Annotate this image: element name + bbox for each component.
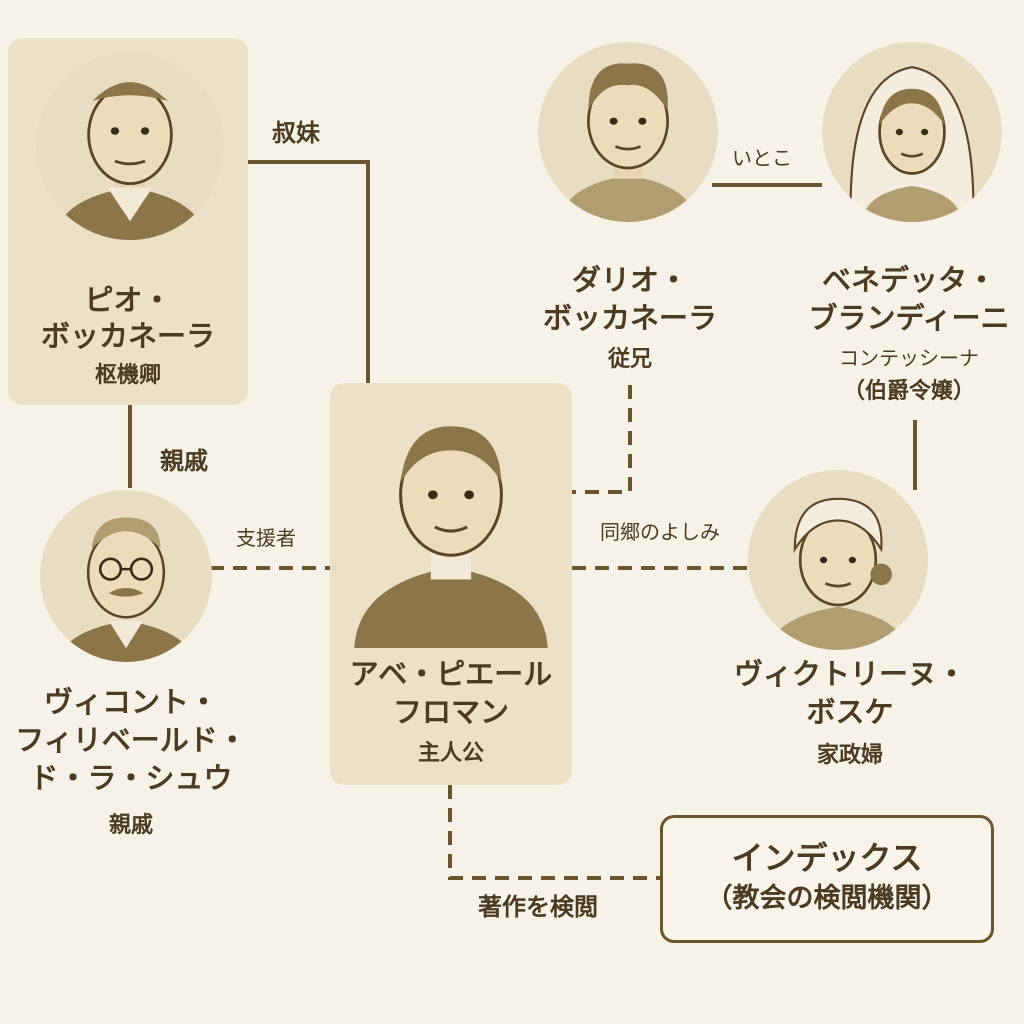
victorine-name-line2: ボスケ <box>806 695 894 729</box>
young-man-portrait-icon <box>559 63 697 222</box>
portrait-dario <box>538 42 718 222</box>
cardinal-portrait-icon <box>54 82 206 240</box>
philibert-name-line1: ヴィコント・ <box>43 685 218 719</box>
portrait-victorine <box>748 470 928 650</box>
pierre-name-line1: アベ・ピエール <box>349 657 553 691</box>
relation-label-philibert-pierre: 支援者 <box>236 526 296 550</box>
benedetta-role-line1: コンテッシーナ <box>839 346 979 370</box>
portrait-pierre <box>350 398 552 648</box>
pio-name-line2: ボッカネーラ <box>40 319 215 353</box>
benedetta-name-line2: ブランディーニ <box>808 301 1010 335</box>
line-pio-pierre <box>248 160 370 385</box>
portrait-philibert <box>40 490 212 662</box>
housekeeper-portrait-icon <box>769 497 907 650</box>
relation-label-pio-pierre: 叔妹 <box>272 119 320 147</box>
old-man-glasses-portrait-icon <box>57 517 195 662</box>
pierre-role: 主人公 <box>417 741 484 766</box>
pio-name-line1: ピオ・ <box>84 283 172 317</box>
line-dario-pierre <box>572 385 632 494</box>
index-title: インデックス <box>731 839 923 877</box>
dario-name-line2: ボッカネーラ <box>542 301 717 335</box>
portrait-pio <box>36 52 224 240</box>
relation-label-pierre-victorine: 同郷のよしみ <box>600 520 720 544</box>
benedetta-role-line2: （伯爵令嬢） <box>842 379 975 404</box>
relation-label-pio-philibert: 親戚 <box>160 447 208 475</box>
pio-role: 枢機卿 <box>94 363 161 388</box>
philibert-role: 親戚 <box>108 813 153 838</box>
line-pierre-index <box>448 785 662 880</box>
dario-role: 従兄 <box>607 347 652 372</box>
index-subtitle: （教会の検閲機関） <box>705 883 949 914</box>
priest-portrait-icon <box>354 426 548 648</box>
relation-label-dario-benedetta: いとこ <box>732 146 792 170</box>
dario-name-line1: ダリオ・ <box>571 263 688 297</box>
philibert-name-line3: ド・ラ・シュウ <box>29 761 233 795</box>
portrait-benedetta <box>822 42 1002 222</box>
benedetta-name-line1: ベネデッタ・ <box>821 263 996 297</box>
pierre-name-line2: フロマン <box>392 695 509 729</box>
index-box[interactable] <box>660 815 994 943</box>
relation-label-pierre-index: 著作を検閲 <box>478 893 598 921</box>
veiled-woman-portrait-icon <box>849 66 975 222</box>
victorine-name-line1: ヴィクトリーヌ・ <box>733 657 966 691</box>
victorine-role: 家政婦 <box>816 743 883 768</box>
philibert-name-line2: フィリベールド・ <box>15 723 247 757</box>
